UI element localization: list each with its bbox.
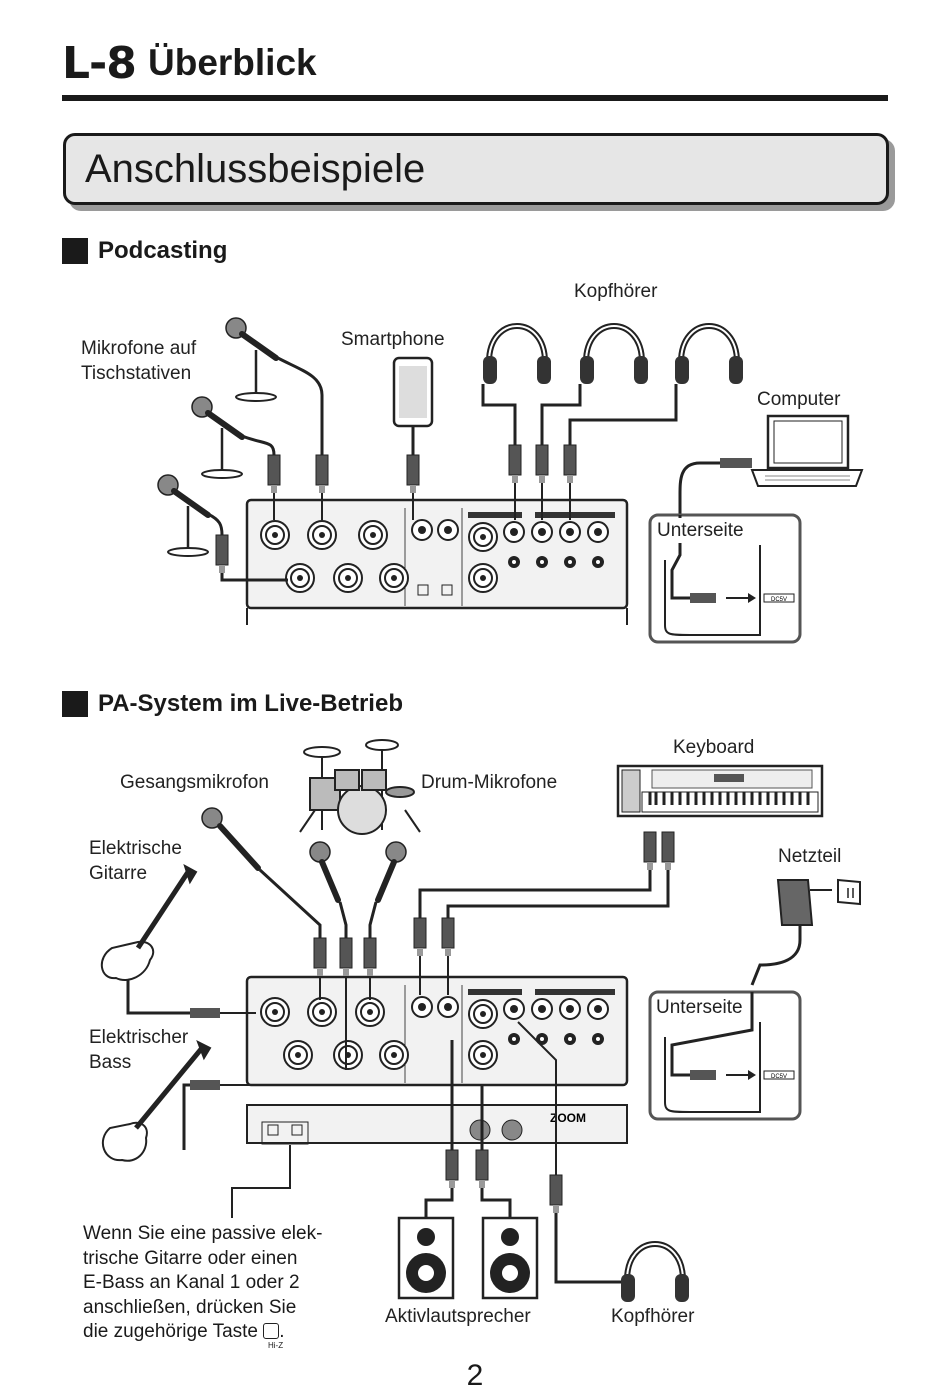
section-banner: Anschlussbeispiele <box>63 133 889 205</box>
note-end: . <box>279 1321 285 1342</box>
desk-mic-3 <box>158 475 208 557</box>
vocal-mic <box>201 807 322 938</box>
label-drum-mics: Drum-Mikrofone <box>421 772 558 793</box>
section-heading-podcasting: Podcasting <box>62 238 227 264</box>
page-title: Überblick <box>148 42 317 83</box>
hi-z-note: Wenn Sie eine passive elek- trische Gita… <box>83 1222 343 1350</box>
dc5v-label-2: DC5V <box>771 1074 787 1080</box>
header-rule <box>62 95 888 101</box>
hi-z-button-icon <box>263 1323 280 1339</box>
desk-mic-1 <box>226 318 276 402</box>
drum-kit <box>299 739 421 835</box>
section-title: Podcasting <box>98 237 228 264</box>
underside-panel-1: DC5V <box>648 513 802 644</box>
keyboard-instrument <box>616 764 824 818</box>
underside-panel-2: DC5V <box>648 990 802 1121</box>
label-power-supply: Netzteil <box>778 846 842 867</box>
label-computer: Computer <box>757 389 841 410</box>
desk-mic-2 <box>192 397 242 479</box>
label-vocal-mic: Gesangsmikrofon <box>120 772 269 793</box>
label-guitar: Elektrische Gitarre <box>89 838 182 884</box>
mixer-top-2: ZOOM <box>245 975 629 1145</box>
section-title: PA-System im Live-Betrieb <box>98 690 403 717</box>
heading-square-icon <box>62 691 88 717</box>
hi-z-button-label: Hi-Z <box>268 1341 284 1350</box>
drum-mic-2 <box>368 841 407 938</box>
electric-bass <box>101 1039 212 1162</box>
section-heading-pa: PA-System im Live-Betrieb <box>62 691 403 717</box>
label-headphones-2: Kopfhörer <box>611 1306 695 1327</box>
brand-label: ZOOM <box>550 1111 586 1125</box>
label-smartphone: Smartphone <box>341 329 445 350</box>
label-desk-mics: Mikrofone auf Tischstativen <box>81 338 197 384</box>
smartphone <box>392 356 434 455</box>
label-headphones-1: Kopfhörer <box>574 281 658 302</box>
laptop <box>750 414 864 487</box>
label-bass: Elektrischer Bass <box>89 1027 189 1073</box>
drum-mic-1 <box>309 841 348 938</box>
mic-cables-1 <box>207 355 324 582</box>
note-text: Wenn Sie eine passive elek- trische Gita… <box>83 1223 323 1342</box>
electric-guitar <box>101 863 198 981</box>
heading-square-icon <box>62 238 88 264</box>
label-speakers: Aktivlautsprecher <box>385 1306 531 1327</box>
mixer-top-1 <box>245 498 629 625</box>
power-adapter <box>750 878 861 986</box>
banner-title: Anschlussbeispiele <box>85 147 426 191</box>
keyboard-cables <box>418 870 670 918</box>
page-number: 2 <box>466 1359 484 1392</box>
label-underside-2: Unterseite <box>656 995 743 1020</box>
label-underside-1: Unterseite <box>657 518 744 543</box>
speaker-cables <box>424 1040 512 1218</box>
headphone-cables-1 <box>481 384 678 445</box>
product-logo: L-8 <box>62 38 137 89</box>
dc5v-label-1: DC5V <box>771 597 787 603</box>
label-keyboard: Keyboard <box>673 737 755 758</box>
